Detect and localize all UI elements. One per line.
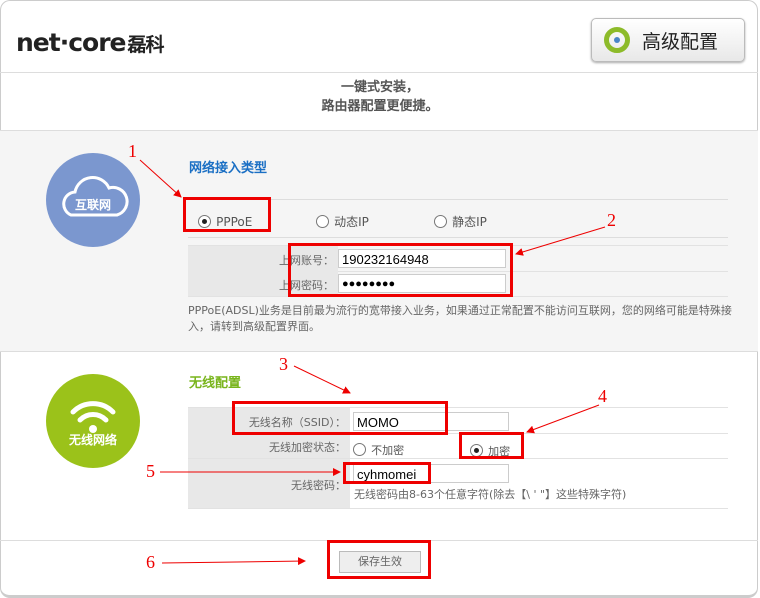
account-input[interactable]: 190232164948 [338,249,506,268]
header-divider [0,72,758,73]
dynamic-ip-label: 动态IP [334,215,369,229]
annotation-number-6: 6 [146,552,155,572]
arrow-3 [293,365,351,394]
tagline-line2: 路由器配置更便捷。 [321,99,439,114]
encryption-label-on: 加密 [488,445,511,458]
annotation-box-1 [183,197,271,232]
radio-dot [198,215,211,228]
password-label: 上网密码： [188,271,338,296]
save-button[interactable]: 保存生效 [339,551,421,573]
logo-text: net·core [16,28,126,57]
wireless-icon-label: 无线网络 [68,433,117,447]
radio-static-ip[interactable]: 静态IP [434,211,487,230]
annotation-number-1: 1 [128,141,137,161]
wireless-password-hint: 无线密码由8-63个任意字符(除去【\ ' "】这些特殊字符) [354,488,627,501]
wireless-password-label: 无线密码： [188,459,350,508]
tagline-line1: 一键式安装， [340,80,419,95]
account-row: 上网账号： 190232164948 [188,245,728,272]
annotation-box-4 [459,432,524,459]
annotation-number-3: 3 [279,354,288,374]
gear-icon [604,27,630,53]
radio-no-encryption[interactable]: 不加密 [353,439,404,458]
arrow-1 [139,159,182,198]
ssid-input[interactable]: MOMO [353,412,509,431]
radio-dot [316,215,329,228]
radio-pppoe[interactable]: PPPoE [198,211,252,230]
ssid-label: 无线名称（SSID）： [188,408,350,433]
wireless-title: 无线配置 [189,376,242,391]
static-ip-label: 静态IP [452,215,487,229]
pppoe-label: PPPoE [216,215,253,229]
annotation-number-5: 5 [146,461,155,481]
annotation-box-6 [327,540,431,579]
internet-icon-label: 互联网 [74,198,111,212]
radio-dot [434,215,447,228]
encryption-row: 无线加密状态： 不加密 加密 [188,433,728,459]
cloud-icon [62,176,129,217]
arrow-2 [515,226,606,256]
password-input[interactable]: ●●●●●●●● [338,274,506,293]
annotation-box-2 [288,243,513,297]
arrow-6 [161,557,306,566]
account-label: 上网账号： [188,246,338,271]
arrow-4 [526,404,600,434]
wifi-icon [70,401,116,433]
wireless-password-row: 无线密码： cyhmomei 无线密码由8-63个任意字符(除去【\ ' "】这… [188,459,728,509]
advanced-config-label: 高级配置 [642,30,719,53]
radio-dot [353,443,366,456]
connection-type-row: PPPoE 动态IP 静态IP [188,199,728,238]
internet-title: 网络接入类型 [189,161,268,176]
no-encryption-label: 不加密 [371,444,405,457]
logo-cn: 磊科 [127,34,164,56]
annotation-box-3 [232,401,448,435]
wireless-icon: 无线网络 [46,374,140,468]
internet-cloud-icon: 互联网 [46,153,140,247]
annotation-number-4: 4 [598,386,607,406]
encryption-label: 无线加密状态： [188,433,350,458]
annotation-box-5 [343,462,431,484]
ssid-row: 无线名称（SSID）： MOMO [188,407,728,434]
radio-encryption[interactable]: 加密 [470,440,510,459]
pppoe-description: PPPoE(ADSL)业务是目前最为流行的宽带接入业务，如果通过正常配置不能访问… [188,304,732,333]
radio-dynamic-ip[interactable]: 动态IP [316,211,369,230]
annotation-number-2: 2 [607,210,616,230]
wireless-password-input[interactable]: cyhmomei [353,464,509,483]
advanced-config-button[interactable]: 高级配置 [591,18,745,62]
